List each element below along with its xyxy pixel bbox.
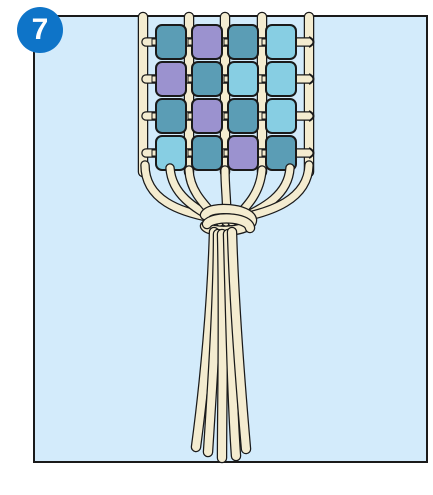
bead-cord-stub bbox=[152, 39, 156, 45]
bead-light-blue bbox=[266, 25, 296, 59]
bead-cord-stub bbox=[188, 113, 192, 119]
bead-light-blue bbox=[266, 99, 296, 133]
bead-light-blue bbox=[228, 62, 258, 96]
cord-tails bbox=[196, 232, 246, 458]
bead-teal bbox=[228, 99, 258, 133]
bead-teal bbox=[156, 25, 186, 59]
bead-cord-stub bbox=[188, 39, 192, 45]
bead-cord-stub bbox=[262, 113, 266, 119]
bead-cord-stub bbox=[188, 76, 192, 82]
bead-cord-stub bbox=[262, 39, 266, 45]
bead-cord-stub bbox=[224, 113, 228, 119]
bead-cord-stub bbox=[224, 150, 228, 156]
bead-purple bbox=[228, 136, 258, 170]
bead-teal bbox=[192, 62, 222, 96]
bead-teal bbox=[156, 99, 186, 133]
bead-cord-stub bbox=[262, 76, 266, 82]
bead-cord-stub bbox=[224, 76, 228, 82]
step-number-badge: 7 bbox=[17, 7, 63, 53]
bead-cord-stub bbox=[188, 150, 192, 156]
bead-purple bbox=[192, 25, 222, 59]
bead-teal bbox=[192, 136, 222, 170]
bead-cord-stub bbox=[152, 113, 156, 119]
bead-purple bbox=[192, 99, 222, 133]
bead-cord-stub bbox=[262, 150, 266, 156]
bead-cord-stub bbox=[152, 76, 156, 82]
bead-teal bbox=[228, 25, 258, 59]
bead-cord-stub bbox=[224, 39, 228, 45]
bead-light-blue bbox=[266, 62, 296, 96]
bead-purple bbox=[156, 62, 186, 96]
cord-tail-3 bbox=[222, 234, 223, 458]
bead-cord-stub bbox=[152, 150, 156, 156]
